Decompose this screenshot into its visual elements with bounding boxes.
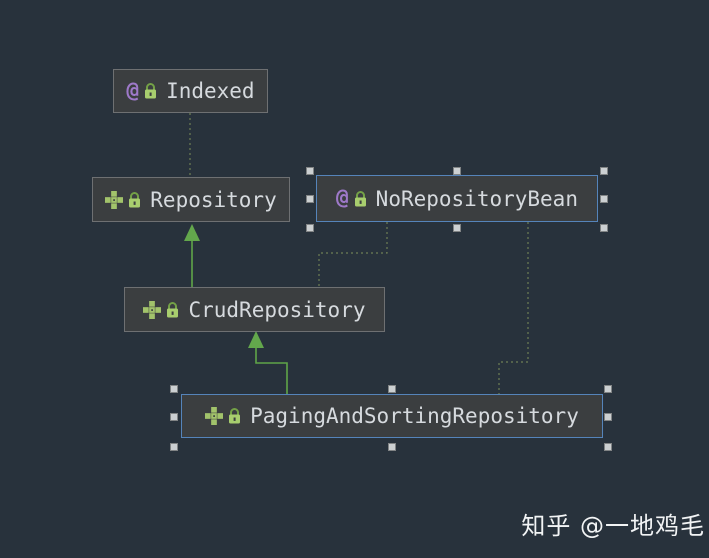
interface-icon [143, 300, 162, 319]
edge-paging-crudrepository-line[interactable] [255, 347, 288, 394]
selection-handle[interactable] [306, 224, 314, 232]
annotation-icon: @ [126, 77, 140, 102]
node-icons [205, 407, 241, 425]
selection-handle[interactable] [604, 443, 612, 451]
selection-handle[interactable] [600, 195, 608, 203]
node-label: CrudRepository [188, 297, 366, 322]
node-label: Repository [150, 187, 277, 212]
selection-handle[interactable] [170, 443, 178, 451]
node-icons: @ [126, 77, 157, 102]
node-pagingandsortingrepository[interactable]: PagingAndSortingRepository [181, 394, 603, 438]
selection-handle[interactable] [604, 385, 612, 393]
selection-handle[interactable] [170, 385, 178, 393]
node-icons [143, 300, 179, 319]
selection-handle[interactable] [453, 224, 461, 232]
node-label: PagingAndSortingRepository [250, 404, 579, 428]
node-norepositorybean[interactable]: @ NoRepositoryBean [316, 175, 598, 222]
selection-handle[interactable] [170, 413, 178, 421]
node-repository[interactable]: Repository [92, 177, 290, 222]
node-crudrepository[interactable]: CrudRepository [124, 287, 385, 332]
lock-icon [167, 301, 179, 317]
edge-crudrepository-repository-arrowhead [184, 224, 200, 241]
node-icons: @ [336, 185, 367, 209]
lock-icon [129, 191, 141, 207]
edge-paging-crudrepository-arrowhead [248, 331, 264, 348]
selection-handle[interactable] [453, 167, 461, 175]
watermark: 知乎 @一地鸡毛 [521, 512, 705, 540]
selection-handle[interactable] [306, 195, 314, 203]
lock-icon [229, 408, 241, 424]
lock-icon [354, 190, 366, 206]
edge-paging-norepositorybean-dotted[interactable] [498, 222, 529, 394]
interface-icon [205, 407, 224, 425]
interface-icon [105, 190, 124, 209]
selection-handle[interactable] [306, 167, 314, 175]
lock-icon [145, 83, 157, 99]
selection-handle[interactable] [604, 413, 612, 421]
selection-handle[interactable] [600, 224, 608, 232]
annotation-icon: @ [336, 185, 349, 209]
edge-crudrepository-norepositorybean-dotted[interactable] [318, 222, 388, 287]
node-label: NoRepositoryBean [375, 186, 578, 211]
node-indexed[interactable]: @ Indexed [113, 69, 268, 113]
node-icons [105, 190, 141, 209]
node-label: Indexed [166, 79, 255, 103]
selection-handle[interactable] [388, 385, 396, 393]
selection-handle[interactable] [600, 167, 608, 175]
selection-handle[interactable] [388, 443, 396, 451]
